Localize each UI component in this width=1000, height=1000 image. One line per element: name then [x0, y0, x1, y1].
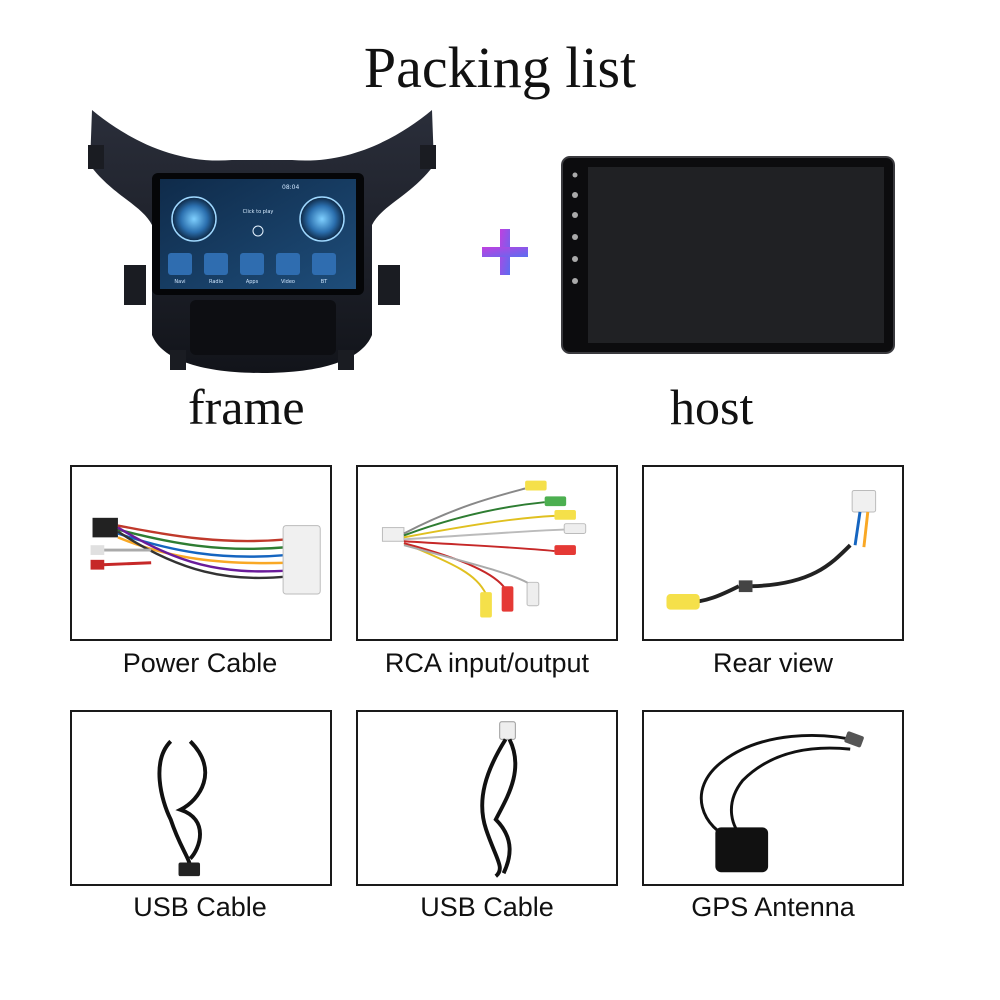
clock-text: 08:04 — [282, 184, 299, 191]
rca-cable-icon — [381, 480, 587, 618]
rear-camera-cable-icon — [666, 489, 877, 610]
usb-cable-label-2: USB Cable — [420, 892, 554, 922]
usb-cable-image-1 — [70, 710, 332, 886]
usb-cable-icon — [157, 739, 208, 877]
power-harness-icon — [90, 517, 321, 595]
svg-text:Apps: Apps — [246, 279, 259, 285]
svg-text:Radio: Radio — [209, 279, 223, 285]
usb-cable-icon — [480, 721, 518, 878]
svg-text:BT: BT — [321, 279, 328, 285]
gps-antenna-icon — [699, 731, 864, 873]
usb-cable-label-1: USB Cable — [133, 892, 267, 922]
power-cable-image — [70, 465, 332, 641]
plus-icon — [478, 225, 532, 279]
rear-view-image — [642, 465, 904, 641]
page-title: Packing list — [363, 35, 637, 100]
gps-antenna-label: GPS Antenna — [691, 892, 855, 922]
gps-antenna-image — [642, 710, 904, 886]
app-dock: Navi Radio Apps Video BT — [168, 253, 336, 285]
rear-view-label: Rear view — [712, 648, 834, 678]
usb-cable-image-2 — [356, 710, 618, 886]
car-frame-with-radio-icon: 08:04 Click to play Navi Radio Apps Vide… — [82, 105, 442, 380]
svg-text:Video: Video — [281, 279, 295, 285]
play-hint-text: Click to play — [243, 209, 274, 215]
tablet-head-unit-icon — [560, 155, 896, 355]
rca-label: RCA input/output — [384, 648, 590, 678]
frame-label: frame — [188, 379, 305, 435]
host-label: host — [670, 379, 754, 435]
svg-text:Navi: Navi — [174, 279, 185, 285]
power-cable-label: Power Cable — [122, 648, 278, 678]
rca-cable-image — [356, 465, 618, 641]
